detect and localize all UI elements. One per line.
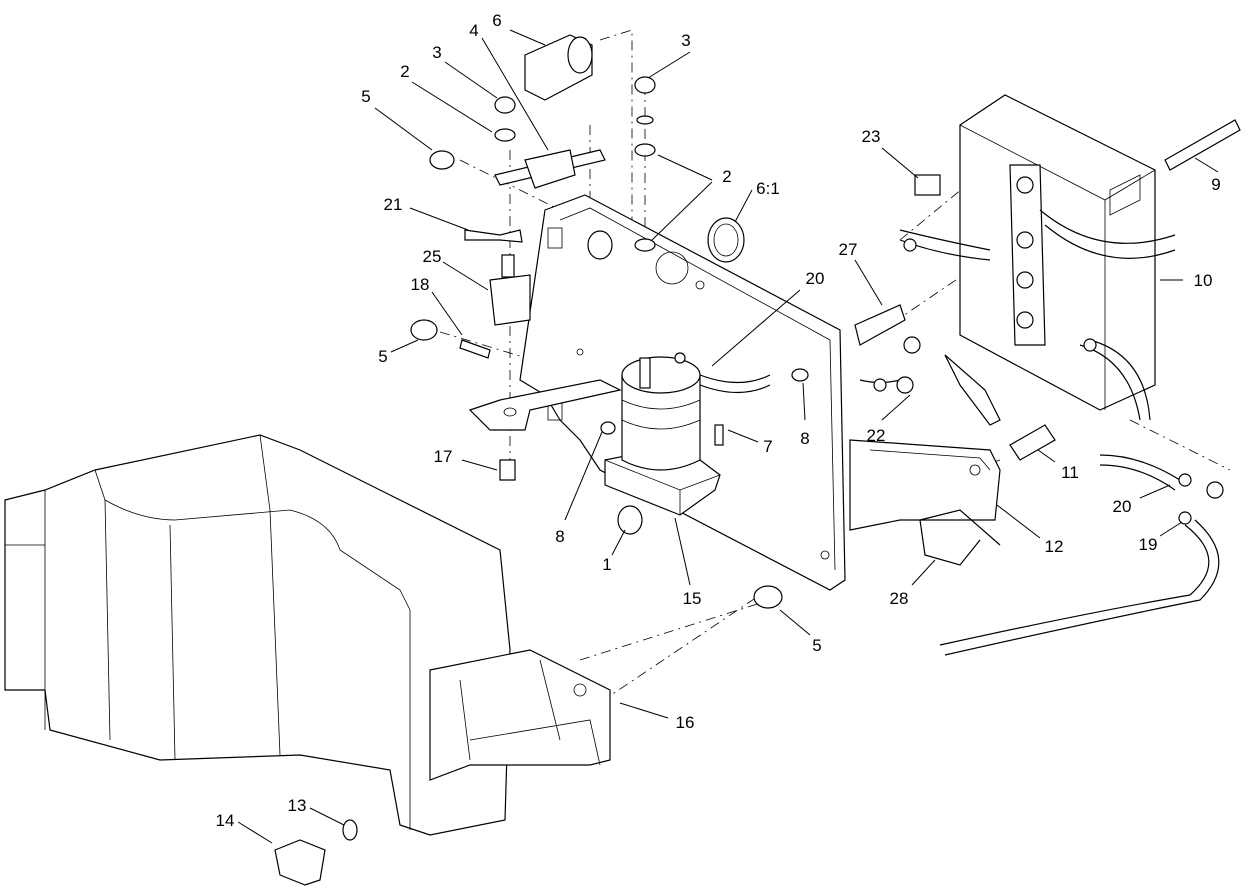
callout-5-left: 5 — [361, 87, 370, 106]
callout-13: 13 — [288, 796, 307, 815]
callout-4: 4 — [469, 21, 478, 40]
callout-12: 12 — [1045, 537, 1064, 556]
leader-lines — [237, 29, 1219, 844]
callout-14: 14 — [216, 811, 235, 830]
callout-20-right: 20 — [1113, 497, 1132, 516]
callout-9: 9 — [1211, 175, 1220, 194]
callout-15: 15 — [683, 589, 702, 608]
callout-11: 11 — [1061, 463, 1079, 482]
controller-box — [959, 94, 1156, 411]
solenoid — [604, 352, 721, 516]
callout-2-left: 2 — [400, 62, 409, 81]
cover-housing — [4, 434, 611, 836]
callout-10: 10 — [1194, 271, 1213, 290]
hardware — [274, 34, 1241, 886]
callout-6-1: 6:1 — [756, 179, 780, 198]
callout-19: 19 — [1139, 535, 1158, 554]
callout-20-center: 20 — [806, 269, 825, 288]
callout-6-top: 6 — [492, 11, 501, 30]
bracket — [849, 439, 1001, 531]
callout-18: 18 — [411, 275, 430, 294]
callout-3-left: 3 — [432, 43, 441, 62]
callout-8-right: 8 — [800, 429, 809, 448]
callout-23: 23 — [862, 127, 881, 146]
callout-25: 25 — [423, 247, 442, 266]
callout-28: 28 — [890, 589, 909, 608]
callout-22: 22 — [867, 426, 886, 445]
callout-labels: 6 4 3 3 2 5 23 9 2 6:1 21 25 27 10 20 18… — [216, 11, 1221, 830]
callout-5-bottom: 5 — [812, 636, 821, 655]
hold-down-clip — [919, 509, 1001, 566]
callout-8-left: 8 — [555, 527, 564, 546]
callout-5-mid: 5 — [378, 347, 387, 366]
callout-7: 7 — [763, 437, 772, 456]
callout-1: 1 — [602, 555, 611, 574]
callout-21: 21 — [384, 195, 403, 214]
l-bracket — [468, 379, 622, 431]
callout-2-right: 2 — [722, 167, 731, 186]
callout-27: 27 — [839, 240, 858, 259]
callout-3-right: 3 — [681, 31, 690, 50]
callout-16: 16 — [676, 713, 695, 732]
callout-17: 17 — [434, 447, 453, 466]
